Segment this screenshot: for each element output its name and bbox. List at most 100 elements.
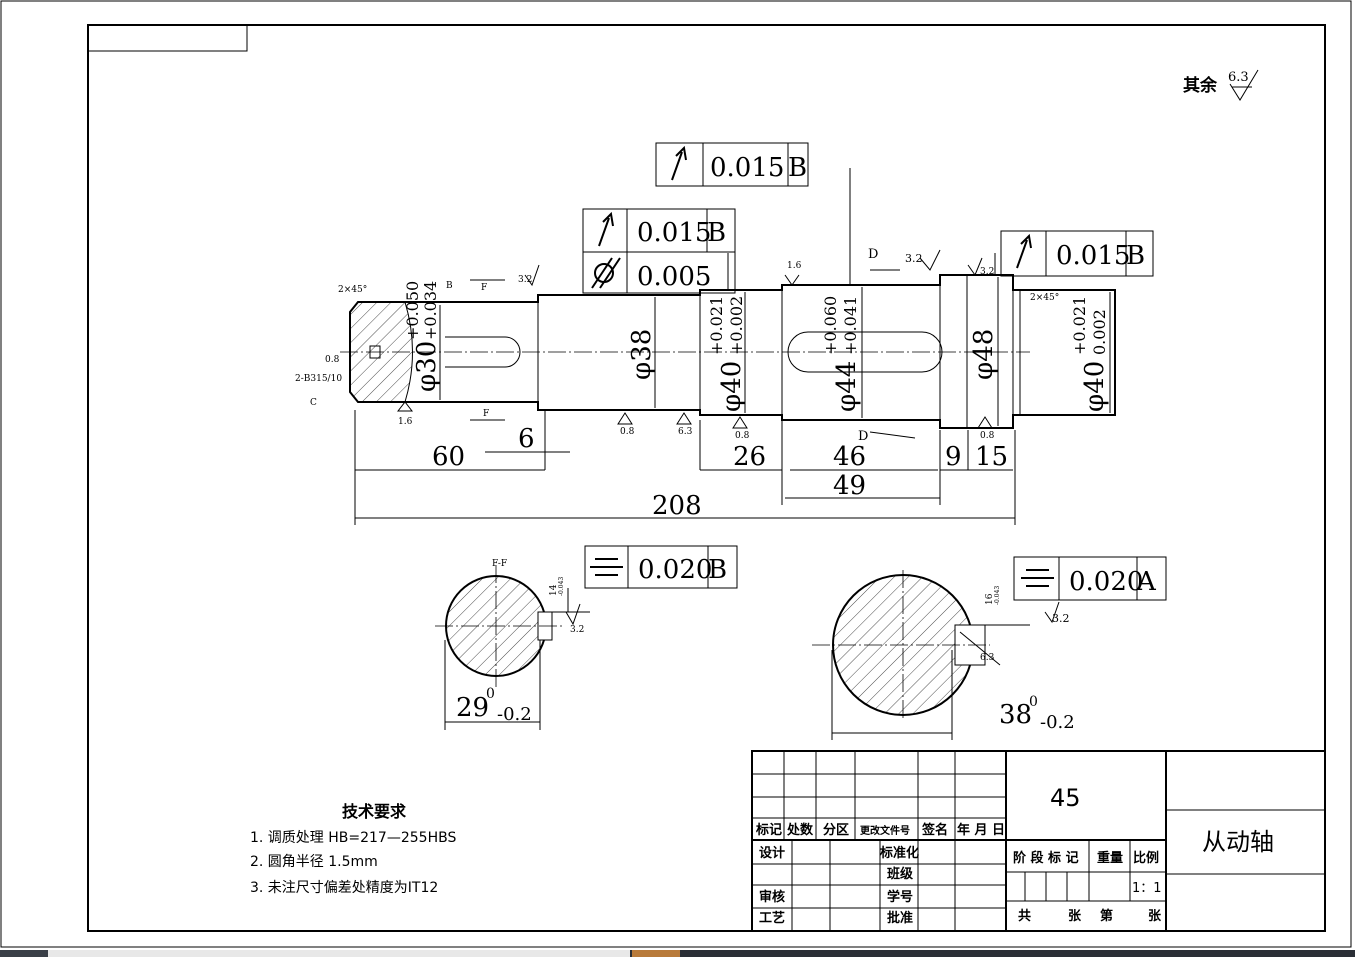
svg-text:设计: 设计: [759, 845, 785, 861]
chamfer-right: 2×45°: [1030, 293, 1059, 303]
dim-l60: 60: [432, 442, 465, 472]
dim-d40a-lo: +0.002: [727, 296, 746, 355]
dim-d44: φ44: [832, 361, 862, 412]
svg-text:0: 0: [486, 686, 495, 702]
dim-l9: 9: [945, 442, 962, 472]
section-right: 38 0 -0.2 16 -0.043 3.2 6.3: [812, 570, 1075, 740]
svg-text:B: B: [708, 555, 727, 585]
part-name: 从动轴: [1202, 828, 1274, 856]
datum-b-label: B: [446, 281, 453, 291]
svg-text:-0.2: -0.2: [497, 704, 532, 725]
dim-d40a: φ40: [717, 361, 747, 412]
tech-item-2: 2. 圆角半径 1.5mm: [250, 854, 378, 870]
keyway-right: [787, 331, 943, 373]
tech-item-1: 1. 调质处理 HB=217—255HBS: [250, 830, 456, 846]
dim-l6: 6: [518, 424, 535, 454]
fcf-runout-top: 0.015 B: [655, 142, 809, 187]
ra-mid: 0.8: [735, 431, 750, 441]
section-left: F-F 29 0 -0.2 14 -0.043 3.2: [435, 559, 590, 730]
svg-text:学号: 学号: [887, 889, 913, 905]
svg-text:B: B: [788, 153, 807, 183]
svg-text:16: 16: [985, 593, 995, 605]
svg-text:-0.043: -0.043: [994, 586, 1001, 605]
fcf-runout-right: 0.015 B: [1000, 230, 1154, 277]
fcf-sym-right: 0.020 A: [1013, 556, 1167, 601]
section-d-bottom: D: [858, 429, 868, 444]
inner-frame: [87, 24, 1326, 932]
dim-d44-lo: +0.041: [841, 296, 860, 355]
svg-text:B: B: [1126, 241, 1145, 271]
runout-icon: [598, 211, 614, 247]
svg-text:0: 0: [1029, 694, 1038, 710]
section-d-top: D: [868, 247, 878, 262]
dim-l15: 15: [975, 442, 1008, 472]
svg-text:0.020: 0.020: [638, 555, 712, 585]
angle-note: 0.8: [325, 355, 340, 365]
svg-text:1：1: 1：1: [1132, 881, 1162, 896]
roughness-symbol-icon: [1229, 69, 1259, 101]
dim-l26: 26: [733, 442, 766, 472]
svg-text:3.2: 3.2: [570, 625, 584, 635]
svg-text:签名: 签名: [921, 822, 948, 838]
remaining-label: 其余: [1183, 75, 1218, 96]
svg-text:共: 共: [1018, 908, 1031, 924]
svg-text:阶 段 标 记: 阶 段 标 记: [1013, 850, 1079, 866]
keyway-left: [445, 336, 521, 368]
svg-text:分区: 分区: [823, 822, 849, 838]
svg-text:0.015: 0.015: [637, 218, 711, 248]
svg-text:标记: 标记: [755, 822, 782, 838]
svg-text:0.015: 0.015: [1056, 241, 1130, 271]
svg-text:14: 14: [549, 584, 559, 596]
dim-l49: 49: [833, 471, 866, 501]
length-dims: [354, 410, 1016, 525]
ra-left: 1.6: [398, 417, 413, 427]
technical-requirements: 技术要求 1. 调质处理 HB=217—255HBS 2. 圆角半径 1.5mm…: [250, 802, 456, 896]
code-box: [87, 24, 248, 52]
svg-text:处数: 处数: [786, 822, 814, 838]
ra-left3: 6.3: [678, 427, 693, 437]
svg-text:29: 29: [456, 693, 489, 723]
section-f-bottom: F: [483, 409, 489, 419]
svg-text:A: A: [1136, 567, 1157, 597]
fcf-left: 0.015 B 0.005: [582, 208, 736, 294]
svg-text:年 月 日: 年 月 日: [957, 822, 1005, 838]
svg-text:-0.2: -0.2: [1040, 712, 1075, 733]
svg-text:更改文件号: 更改文件号: [860, 824, 910, 837]
svg-text:工艺: 工艺: [759, 910, 785, 926]
dim-d30-lo: +0.034: [421, 281, 440, 340]
svg-text:0.015: 0.015: [710, 153, 784, 183]
remaining-value: 6.3: [1228, 70, 1249, 85]
svg-text:3.2: 3.2: [1052, 612, 1070, 625]
diameter-dims: [439, 277, 1111, 426]
svg-text:重量: 重量: [1097, 850, 1123, 866]
taskbar-app-icon[interactable]: [632, 950, 680, 957]
ra-top32b: 3.2: [905, 252, 923, 265]
ra-top32: 3.2: [518, 275, 532, 285]
symmetry-icon: [590, 558, 623, 576]
ra-top16: 1.6: [787, 261, 802, 271]
svg-text:班级: 班级: [887, 866, 914, 882]
shaft-main-view: [340, 274, 1116, 429]
svg-text:标准化: 标准化: [879, 845, 919, 861]
ra-top32c: 3.2: [980, 267, 994, 277]
svg-text:张: 张: [1068, 909, 1082, 924]
svg-text:张: 张: [1148, 909, 1162, 924]
dim-d40a-up: +0.021: [707, 296, 726, 355]
dim-l46: 46: [833, 442, 866, 472]
chamfer-left: 2×45°: [338, 285, 367, 295]
runout-icon: [671, 145, 687, 181]
center-hole-icon: [369, 345, 381, 359]
svg-text:-0.043: -0.043: [558, 577, 565, 596]
svg-text:0.020: 0.020: [1069, 567, 1143, 597]
taskbar-start[interactable]: [0, 950, 48, 957]
symmetry-icon: [1021, 569, 1054, 587]
ra-left2: 0.8: [620, 427, 635, 437]
fcf-sym-left: 0.020 B: [584, 545, 738, 589]
svg-text:比例: 比例: [1133, 850, 1159, 866]
taskbar-search[interactable]: [48, 950, 630, 957]
center-hole-note: 2-B315/10: [295, 374, 342, 384]
svg-text:F-F: F-F: [492, 559, 507, 569]
datum-c-label: C: [310, 398, 317, 408]
svg-text:第: 第: [1100, 908, 1113, 924]
dim-d40b-up: +0.021: [1070, 296, 1089, 355]
